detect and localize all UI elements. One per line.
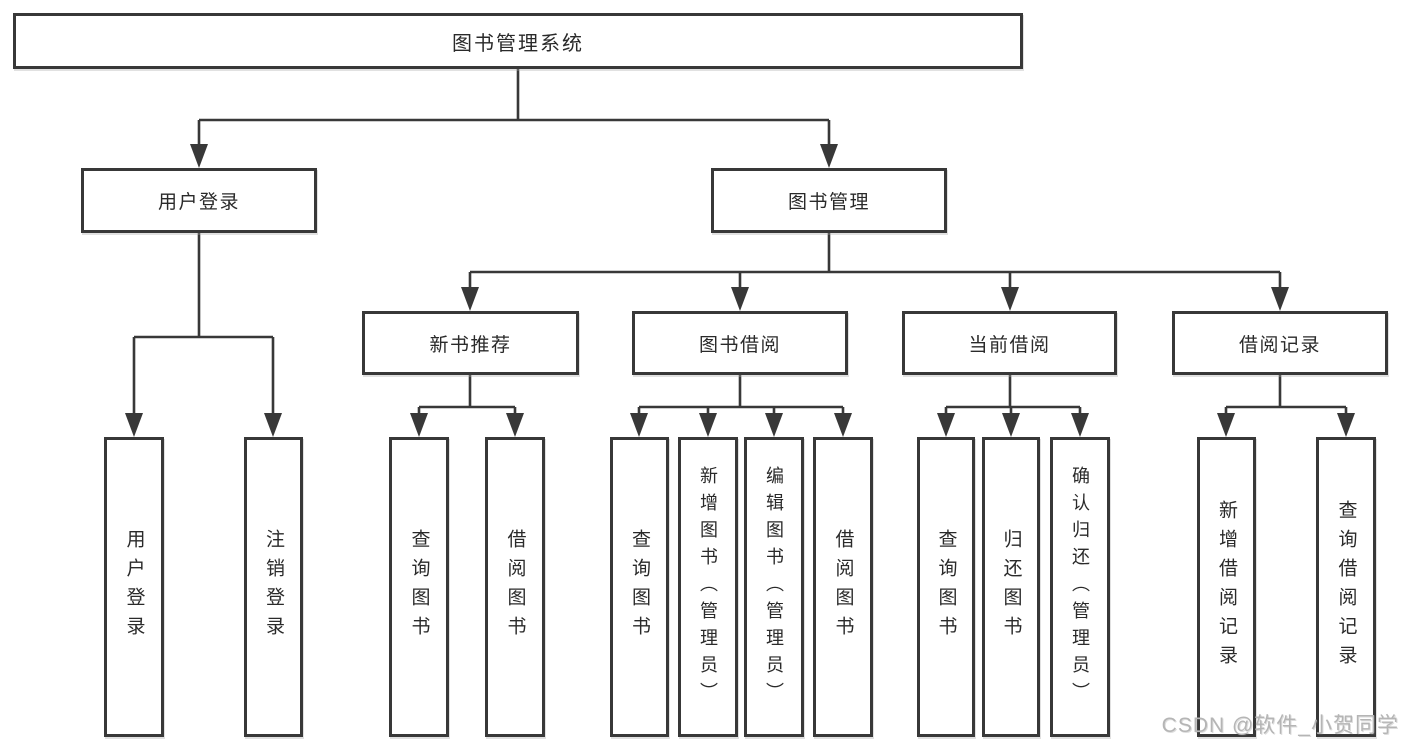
node-root-library-system: 图书管理系统 — [13, 13, 1023, 69]
leaf-label: 注销登录 — [263, 529, 284, 645]
connector-bookborrow-to-leaves — [630, 375, 852, 437]
leaf-query-borrow-record: 查询借阅记录 — [1316, 437, 1376, 737]
connector-newbook-to-leaves — [410, 375, 524, 437]
leaf-add-book-admin: 新增图书（管理员） — [678, 437, 738, 737]
node-label: 图书管理 — [787, 192, 870, 213]
connector-root-to-level2 — [190, 69, 838, 168]
node-label: 图书借阅 — [698, 334, 781, 356]
leaf-query-book-borrow: 查询图书 — [610, 437, 669, 737]
leaf-borrow-book: 借阅图书 — [813, 437, 873, 737]
connector-borrowrecord-to-leaves — [1217, 375, 1355, 437]
node-label: 新书推荐 — [429, 334, 512, 356]
leaf-query-book-current: 查询图书 — [917, 437, 975, 737]
node-label: 用户登录 — [157, 192, 240, 213]
leaf-label: 新增图书（管理员） — [698, 465, 718, 709]
leaf-label: 新增借阅记录 — [1216, 500, 1237, 674]
leaf-confirm-return-admin: 确认归还（管理员） — [1050, 437, 1110, 737]
connector-bookmgmt-to-level3 — [461, 233, 1289, 311]
node-book-management: 图书管理 — [711, 168, 947, 233]
connector-userlogin-to-leaves — [125, 233, 282, 437]
leaf-label: 借阅图书 — [504, 529, 526, 645]
leaf-label: 用户登录 — [123, 529, 145, 645]
node-label: 借阅记录 — [1238, 334, 1321, 356]
leaf-user-login: 用户登录 — [104, 437, 164, 737]
connector-currentborrow-to-leaves — [937, 375, 1089, 437]
leaf-add-borrow-record: 新增借阅记录 — [1197, 437, 1256, 737]
node-label: 图书管理系统 — [452, 32, 584, 55]
leaf-label: 归还图书 — [1000, 529, 1022, 645]
leaf-label: 查询借阅记录 — [1335, 500, 1357, 674]
node-borrow-record: 借阅记录 — [1172, 311, 1388, 375]
leaf-label: 借阅图书 — [832, 529, 854, 645]
leaf-edit-book-admin: 编辑图书（管理员） — [744, 437, 804, 737]
leaf-label: 确认归还（管理员） — [1070, 465, 1090, 709]
node-label: 当前借阅 — [968, 334, 1051, 356]
csdn-watermark: CSDN @软件_小贺同学 — [1161, 714, 1399, 737]
leaf-query-book-recommend: 查询图书 — [389, 437, 449, 737]
node-current-borrow: 当前借阅 — [902, 311, 1117, 375]
leaf-label: 查询图书 — [935, 529, 957, 645]
leaf-label: 编辑图书（管理员） — [764, 465, 784, 709]
node-new-book-recommend: 新书推荐 — [362, 311, 579, 375]
leaf-borrow-book-recommend: 借阅图书 — [485, 437, 545, 737]
leaf-label: 查询图书 — [629, 529, 650, 645]
node-user-login: 用户登录 — [81, 168, 317, 233]
leaf-return-book: 归还图书 — [982, 437, 1040, 737]
node-book-borrow: 图书借阅 — [632, 311, 848, 375]
leaf-label: 查询图书 — [408, 529, 430, 645]
leaf-logout: 注销登录 — [244, 437, 303, 737]
